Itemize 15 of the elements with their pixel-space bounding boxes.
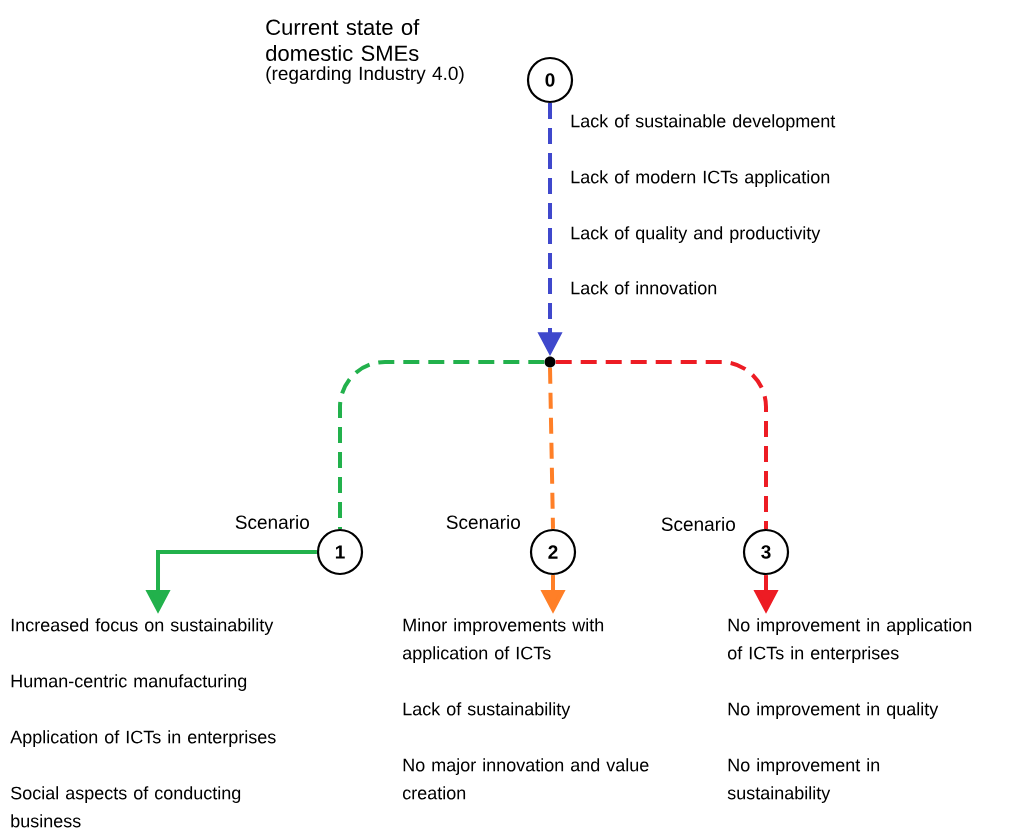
node-caption: Scenario xyxy=(235,515,309,529)
list-item: Social aspects of conducting business xyxy=(11,786,241,828)
list-item: No improvement in sustainability xyxy=(727,758,880,803)
node-caption: Scenario xyxy=(446,515,520,529)
list-item: Minor improvements with application of ICTs xyxy=(403,618,604,663)
node-caption: Current state of domestic SMEs xyxy=(266,18,420,62)
list-item: Lack of quality and productivity xyxy=(571,226,821,243)
list-item: No improvement in quality xyxy=(728,702,939,719)
node-caption: (regarding Industry 4.0) xyxy=(266,66,464,84)
list-item: No major innovation and value creation xyxy=(403,758,649,800)
node-caption: Scenario xyxy=(661,517,735,531)
list-item: Lack of modern ICTs application xyxy=(571,170,830,187)
list-item: Human-centric manufacturing xyxy=(11,674,247,691)
list-item: Application of ICTs in enterprises xyxy=(10,730,276,747)
list-item: Lack of sustainability xyxy=(403,702,571,719)
